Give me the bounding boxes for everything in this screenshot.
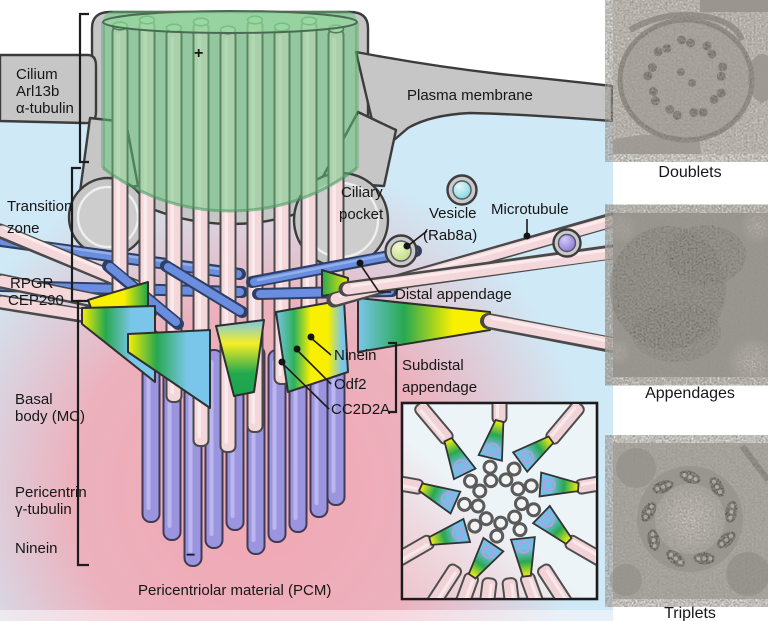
- subdistal-appendage-cone-mid: [215, 319, 265, 397]
- microtubule-rod-right-3: [480, 313, 620, 353]
- label-cep290: CEP290: [8, 292, 64, 309]
- cilium-membrane-overlay: +: [101, 10, 359, 213]
- label-subdistal-appendage: appendage: [402, 379, 477, 396]
- label-subdistal: Subdistal: [402, 357, 464, 374]
- label-doublets: Doublets: [658, 164, 721, 181]
- label-vesicle: Vesicle: [429, 205, 477, 222]
- label-triplets: Triplets: [664, 605, 716, 621]
- label-odf2: Odf2: [334, 376, 367, 393]
- label-microtubule: Microtubule: [491, 201, 569, 218]
- label-pocket: pocket: [339, 206, 384, 223]
- label-rpgr: RPGR: [10, 275, 54, 292]
- label-cilium: Cilium: [16, 66, 58, 83]
- cilium-bracket: [78, 12, 89, 164]
- inset-top-view: [400, 401, 599, 601]
- label-pericentrin: Pericentrin: [15, 484, 87, 501]
- label-rab8a: (Rab8a): [423, 227, 477, 244]
- subdistal-appendage-cone-center: [127, 329, 211, 409]
- transition-zone-bracket: [70, 166, 81, 303]
- label-body-mc: body (MC): [15, 408, 85, 425]
- rab8a-vesicle-icon: [384, 234, 418, 268]
- label-appendages: Appendages: [645, 385, 735, 402]
- em-panel-doublets: [613, 0, 768, 154]
- microtubule-vesicle-icon: [552, 228, 582, 258]
- label-pcm: Pericentriolar material (PCM): [138, 582, 331, 599]
- label-plasma-membrane: Plasma membrane: [407, 87, 533, 104]
- label-gamma-tubulin: γ-tubulin: [15, 501, 72, 518]
- label-arl13b: Arl13b: [16, 83, 59, 100]
- leader-dots: [278, 232, 531, 366]
- label-ninein: Ninein: [334, 347, 377, 364]
- label-alpha-tubulin: α-tubulin: [16, 100, 74, 117]
- label-basal: Basal: [15, 391, 53, 408]
- label-ninein-left: Ninein: [15, 540, 58, 557]
- cytoplasmic-microtubule-rods: [326, 212, 620, 353]
- label-zone: zone: [7, 220, 40, 237]
- vesicle-icon: [446, 174, 478, 206]
- label-distal-appendage: Distal appendage: [395, 286, 512, 303]
- labels: Cilium Arl13b α-tubulin Transition zone …: [7, 66, 735, 621]
- em-panel-appendages: [604, 208, 768, 389]
- subdistal-appendage-bracket: [388, 341, 398, 414]
- plus-end-sign: +: [194, 45, 203, 62]
- brackets: [70, 12, 398, 567]
- subdistal-appendage-cone-right: [357, 297, 491, 353]
- basal-body-bracket: [76, 299, 89, 567]
- leader-lines: [281, 219, 528, 410]
- label-transition: Transition: [7, 198, 72, 215]
- minus-end-sign: −: [186, 547, 195, 564]
- em-panel-triplets: [610, 443, 768, 599]
- label-ciliary: Ciliary: [341, 184, 383, 201]
- label-cc2d2a: CC2D2A: [331, 401, 390, 418]
